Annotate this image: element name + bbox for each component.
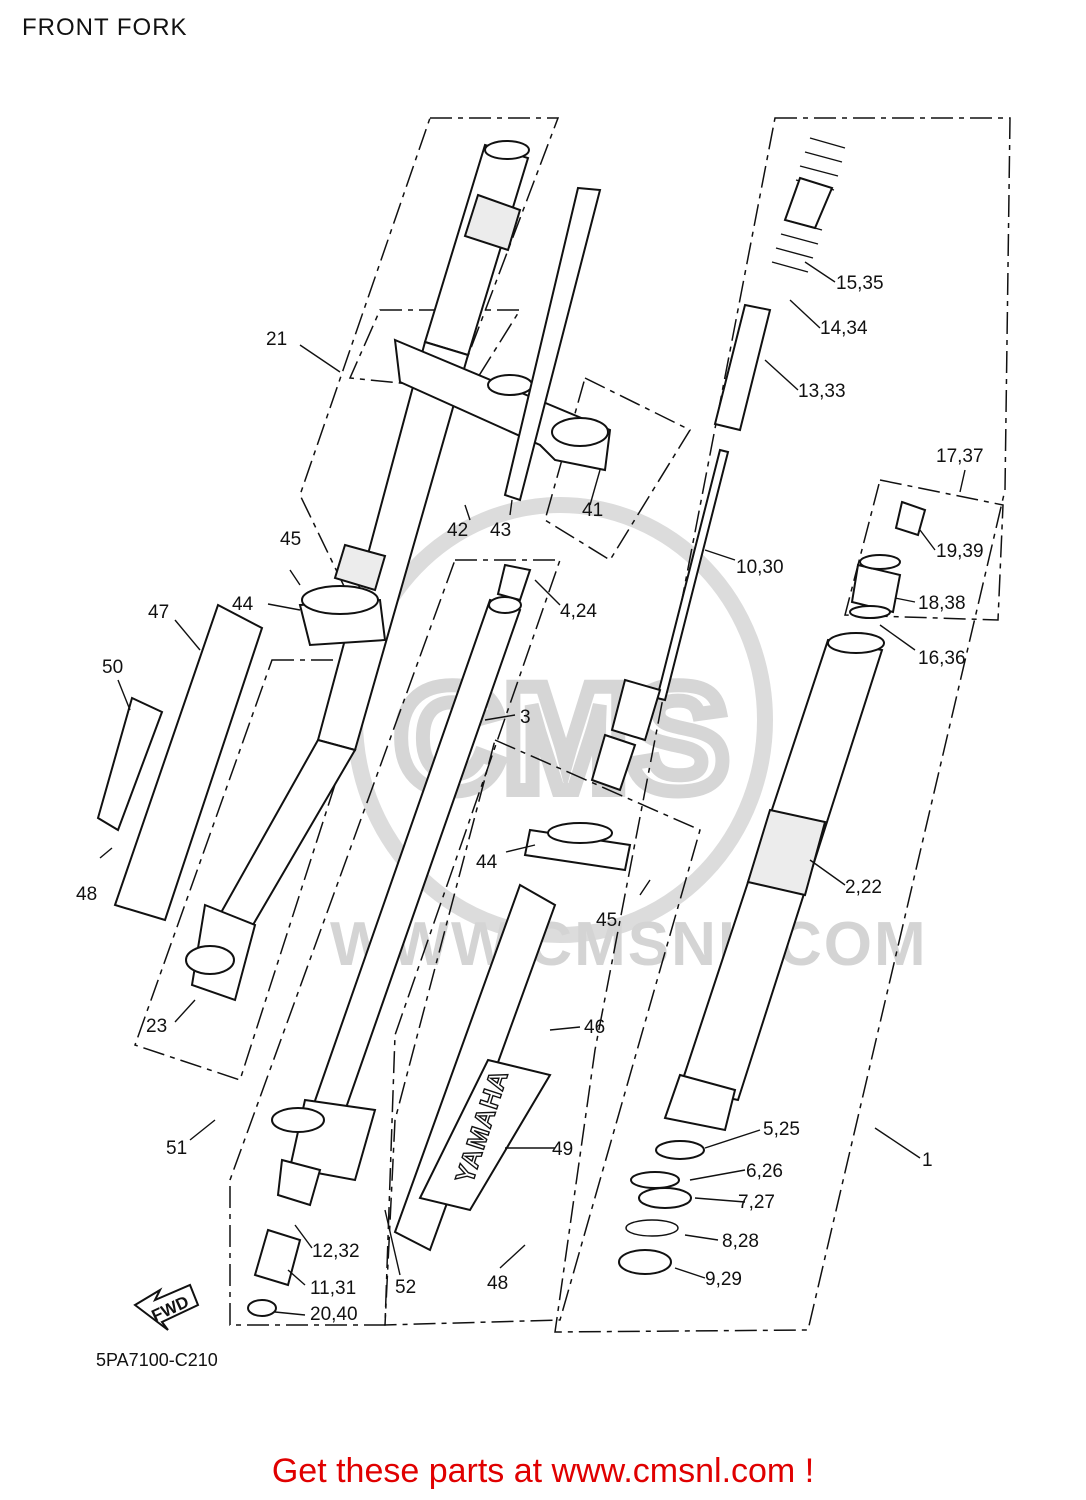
diagram-code: 5PA7100-C210 <box>96 1350 218 1370</box>
callout-8-28: 8,28 <box>722 1231 759 1252</box>
callout-2-22: 2,22 <box>845 877 882 898</box>
callout-13-33: 13,33 <box>798 381 846 402</box>
callout-18-38: 18,38 <box>918 593 966 614</box>
forward-direction-arrow: FWD <box>133 1283 200 1331</box>
callout-3: 3 <box>520 707 531 728</box>
callout-51: 51 <box>166 1138 187 1159</box>
callout-45-lower: 45 <box>596 910 617 931</box>
callout-48-right: 48 <box>487 1273 508 1294</box>
callout-21: 21 <box>266 329 287 350</box>
callout-42: 42 <box>447 520 468 541</box>
callout-52: 52 <box>395 1277 416 1298</box>
center-tube-assembly <box>308 186 772 1127</box>
callout-44-lower: 44 <box>476 852 498 873</box>
callout-20-40: 20,40 <box>310 1304 358 1325</box>
callout-48-left: 48 <box>76 884 97 905</box>
callout-44-upper: 44 <box>232 594 254 615</box>
callout-46: 46 <box>584 1017 605 1038</box>
guards: YAMAHA <box>96 603 557 1252</box>
callout-5-25: 5,25 <box>763 1119 800 1140</box>
leader-lines <box>99 261 966 1316</box>
callout-49: 49 <box>552 1139 573 1160</box>
callout-15-35: 15,35 <box>836 273 884 294</box>
callout-9-29: 9,29 <box>705 1269 742 1290</box>
footer-link-text[interactable]: Get these parts at www.cmsnl.com ! <box>271 1452 815 1490</box>
callout-14-34: 14,34 <box>820 318 868 339</box>
callout-50: 50 <box>102 657 123 678</box>
callout-1: 1 <box>922 1150 933 1171</box>
page-title: FRONT FORK <box>22 14 188 41</box>
callout-12-32: 12,32 <box>312 1241 360 1262</box>
callout-6-26: 6,26 <box>746 1161 783 1182</box>
callout-43: 43 <box>490 520 511 541</box>
callout-41: 41 <box>582 500 603 521</box>
callout-11-31: 11,31 <box>310 1278 356 1299</box>
right-fork-assembly <box>618 137 927 1275</box>
callout-47: 47 <box>148 602 169 623</box>
callout-45-upper: 45 <box>280 529 301 550</box>
callout-7-27: 7,27 <box>738 1192 775 1213</box>
callout-16-36: 16,36 <box>918 648 966 669</box>
callout-4-24: 4,24 <box>560 601 597 622</box>
callout-17-37: 17,37 <box>936 446 984 467</box>
left-fork-assembly <box>185 140 612 1002</box>
callout-labels: 21 45 44 47 50 48 23 42 43 41 4,24 3 44 … <box>76 273 984 1325</box>
callout-10-30: 10,30 <box>736 557 784 578</box>
callout-19-39: 19,39 <box>936 541 984 562</box>
callout-23: 23 <box>146 1016 167 1037</box>
watermark-url: WWW.CMSNL.COM <box>330 910 928 979</box>
